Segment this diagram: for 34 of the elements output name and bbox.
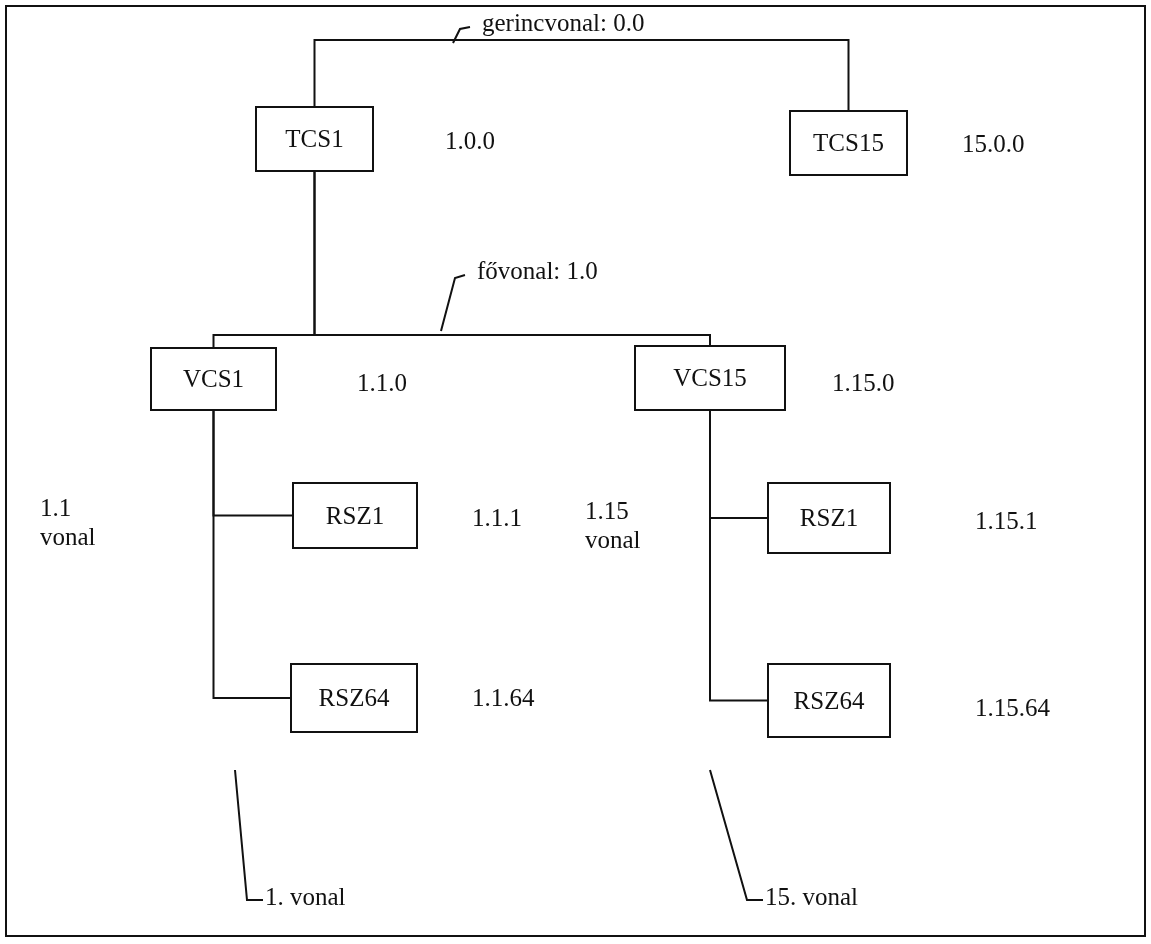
line-label: 1.1 vonal: [40, 494, 97, 552]
bus-line: [313, 39, 850, 111]
bus-line: [212, 410, 291, 699]
address-label: 1.1.64: [472, 684, 535, 713]
device-name: TCS15: [813, 129, 884, 157]
address-label: 1.15.0: [832, 369, 895, 398]
device-box: [634, 345, 786, 411]
device-box: [292, 482, 418, 549]
line-label: 1. vonal: [265, 883, 346, 912]
address-label: 1.0.0: [445, 127, 495, 156]
device-name: RSZ1: [325, 501, 385, 530]
line-label: 15. vonal: [765, 883, 859, 912]
address-label: 1.15.64: [975, 694, 1050, 723]
device-box: [150, 347, 277, 411]
device-box: [767, 482, 891, 554]
device-name: RSZ64: [793, 686, 865, 715]
device-box: [767, 663, 891, 738]
address-label: 1.15.1: [975, 507, 1038, 536]
device-name: TCS1: [285, 125, 344, 153]
device-box: [255, 106, 374, 172]
device-name: VCS1: [182, 365, 245, 393]
address-label: 1.1.1: [472, 504, 522, 533]
bus-line: [709, 410, 768, 702]
device-box: [290, 663, 418, 733]
leader-line: [709, 769, 764, 901]
device-box: [789, 110, 908, 176]
bus-line: [313, 171, 711, 346]
address-label: 15.0.0: [962, 130, 1025, 159]
address-label: 1.1.0: [357, 369, 407, 398]
device-name: VCS15: [673, 364, 747, 392]
line-label: 1.15 vonal: [585, 497, 642, 555]
leader-line: [234, 769, 264, 901]
device-name: RSZ1: [799, 504, 859, 532]
device-name: RSZ64: [318, 684, 390, 712]
